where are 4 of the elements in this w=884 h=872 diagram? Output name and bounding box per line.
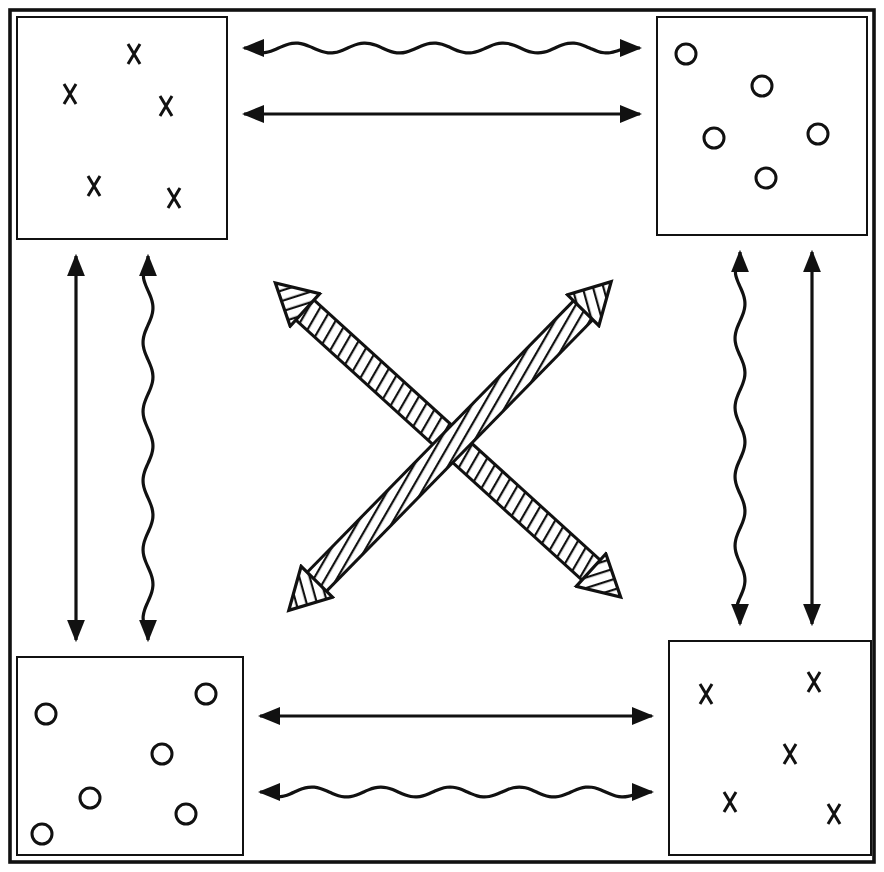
corner-box [16, 16, 228, 240]
corner-box [656, 16, 868, 236]
corner-box [16, 656, 244, 856]
corner-box [668, 640, 872, 856]
